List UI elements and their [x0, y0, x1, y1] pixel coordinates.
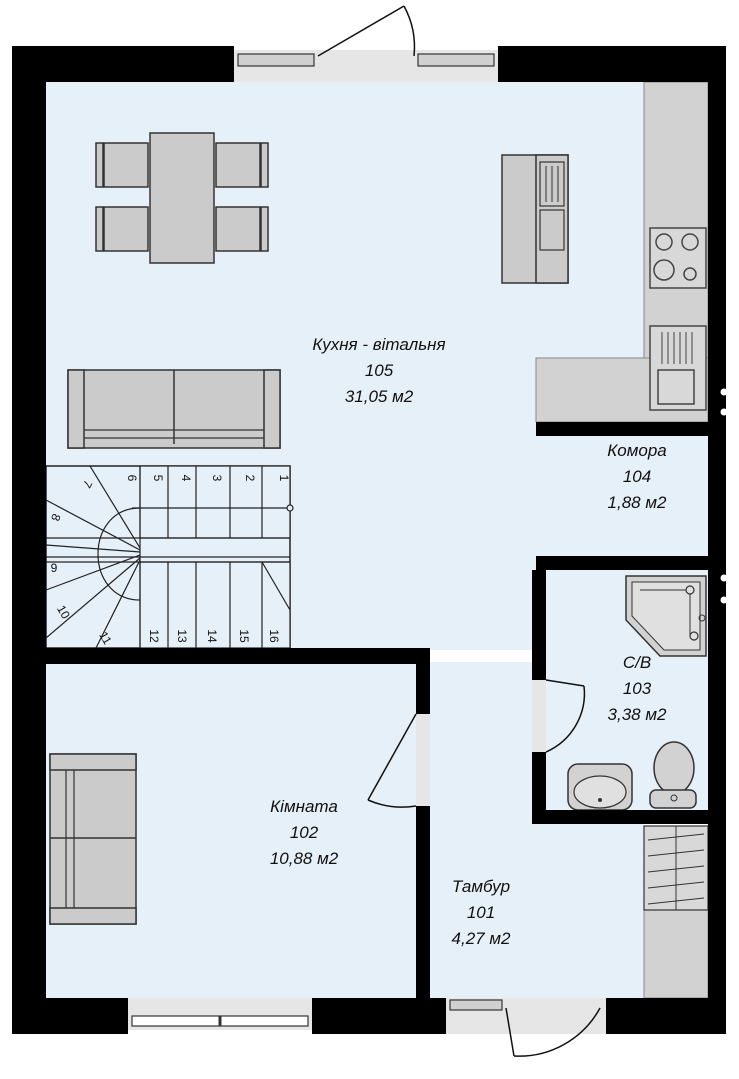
wall — [312, 998, 446, 1034]
room-number: 105 — [365, 361, 394, 380]
wall — [416, 664, 430, 714]
room-label-room: Кімната 102 10,88 м2 — [270, 797, 339, 868]
sofa-icon — [49, 753, 137, 925]
room-area: 4,27 м2 — [452, 929, 511, 948]
sofa-icon — [67, 369, 281, 449]
room-area: 1,88 м2 — [608, 493, 667, 512]
stair-step-numbers: 1 2 3 4 5 6 7 8 9 10 11 12 13 14 15 16 — [48, 475, 291, 648]
room-number: 101 — [467, 903, 495, 922]
room-area: 10,88 м2 — [270, 849, 339, 868]
wall — [416, 806, 430, 998]
staircase — [45, 465, 294, 649]
step-number: 2 — [243, 475, 257, 482]
room-number: 104 — [623, 467, 651, 486]
wall — [532, 810, 708, 824]
walls — [12, 46, 726, 1034]
sideboard-icon — [501, 154, 569, 284]
step-number: 4 — [179, 475, 193, 482]
wall — [498, 46, 726, 82]
step-number: 15 — [237, 629, 251, 643]
wall — [532, 752, 546, 824]
stove-icon — [649, 227, 707, 289]
wall — [708, 46, 726, 1034]
wall — [532, 570, 546, 680]
room-label-storage: Комора 104 1,88 м2 — [607, 441, 667, 512]
door-icon — [545, 679, 586, 753]
step-number: 3 — [210, 475, 224, 482]
door-icon — [367, 713, 417, 808]
toilet-icon — [649, 741, 697, 809]
room-area: 3,38 м2 — [608, 705, 667, 724]
step-number: 9 — [51, 561, 58, 575]
shower-icon — [625, 575, 707, 657]
door-icon — [317, 5, 416, 57]
window — [449, 999, 503, 1011]
step-number: 13 — [175, 629, 189, 643]
window — [532, 680, 546, 752]
dining-table — [95, 132, 269, 264]
room-number: 103 — [623, 679, 652, 698]
wall — [536, 556, 708, 570]
room-name: Комора — [607, 441, 667, 460]
step-number: 5 — [151, 475, 165, 482]
room-number: 102 — [290, 823, 319, 842]
wall — [12, 46, 46, 1034]
wall — [12, 998, 128, 1034]
step-number: 14 — [205, 629, 219, 643]
wall — [12, 46, 234, 82]
room-name: Тамбур — [452, 877, 510, 896]
door-swings — [317, 5, 601, 1057]
step-number: 8 — [48, 512, 64, 523]
kitchen-sink-icon — [649, 325, 707, 411]
windows — [128, 50, 606, 1034]
floor-storage — [536, 436, 708, 556]
room-area: 31,05 м2 — [345, 387, 414, 406]
wall — [46, 648, 430, 664]
step-number: 6 — [125, 475, 139, 482]
step-number: 12 — [147, 629, 161, 643]
chair-icon — [215, 206, 269, 252]
chair-icon — [95, 142, 149, 188]
sink-icon — [567, 763, 633, 811]
socket-dots — [720, 388, 728, 604]
wall — [536, 422, 708, 436]
room-label-vestibule: Тамбур 101 4,27 м2 — [452, 877, 511, 948]
room-label-kitchen: Кухня - вітальня 105 31,05 м2 — [312, 335, 445, 406]
door-icon — [505, 1007, 601, 1057]
window — [416, 714, 430, 806]
room-name: Кімната — [270, 797, 338, 816]
chair-icon — [215, 142, 269, 188]
step-number: 10 — [54, 603, 73, 622]
room-name: Кухня - вітальня — [312, 335, 445, 354]
window — [417, 53, 495, 67]
chair-icon — [95, 206, 149, 252]
shelves-icon — [643, 825, 709, 999]
window — [237, 53, 315, 67]
step-number: 1 — [277, 475, 291, 482]
wall — [606, 998, 726, 1034]
step-number: 16 — [267, 629, 281, 643]
room-label-wc: С/В 103 3,38 м2 — [608, 653, 667, 724]
room-name: С/В — [623, 653, 651, 672]
